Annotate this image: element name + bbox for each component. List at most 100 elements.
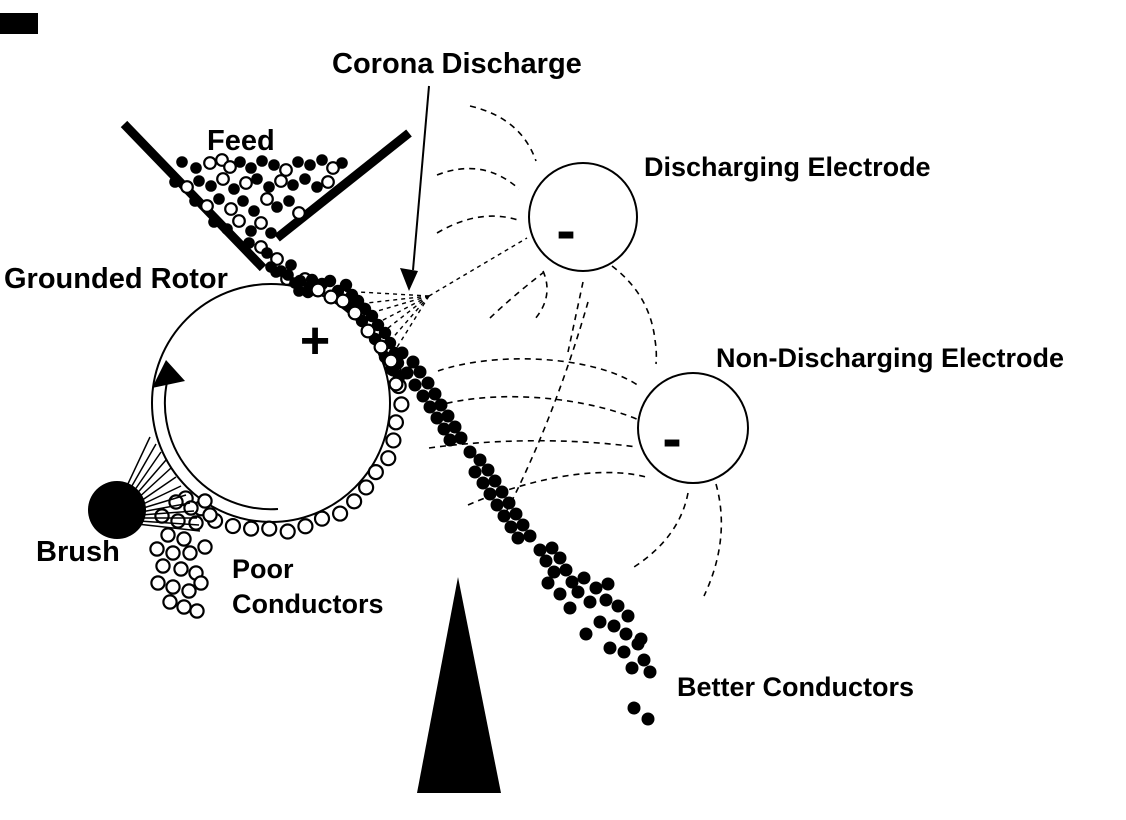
nonconductor-particle	[173, 561, 189, 577]
conductor-particle	[545, 541, 559, 555]
conductor-particle	[292, 156, 304, 168]
brush-bristle-line	[140, 510, 195, 516]
non-discharging-electrode-label: Non-Discharging Electrode	[716, 343, 1064, 373]
conductor-particle	[577, 571, 591, 585]
conductor-particle	[437, 422, 451, 436]
conductor-particle	[559, 563, 573, 577]
conductor-particle	[378, 326, 392, 340]
pinned-particle-band	[293, 273, 406, 392]
conductor-particle	[443, 433, 457, 447]
nonconductor-particle	[162, 594, 178, 610]
nonconductor-particle	[335, 293, 351, 309]
brush-bristle-line	[137, 476, 177, 504]
splitter-triangle	[417, 577, 501, 793]
conductor-particle	[511, 531, 525, 545]
conductor-particle	[416, 389, 430, 403]
conductor-particle	[245, 162, 257, 174]
conductor-particle	[248, 205, 260, 217]
conductor-particle	[189, 195, 201, 207]
conductor-particle	[213, 193, 225, 205]
conductor-particle	[441, 409, 455, 423]
conductor-particle	[287, 179, 299, 191]
better-conductor-stream	[395, 346, 657, 726]
conductor-particle	[599, 593, 613, 607]
brush-circle	[88, 481, 146, 539]
nonconductor-particle	[270, 252, 284, 266]
brush-bristle-line	[138, 520, 200, 526]
conductor-particle	[261, 247, 273, 259]
conductor-particle	[563, 601, 577, 615]
conductor-particle	[169, 176, 181, 188]
conductor-particle	[190, 162, 202, 174]
conductor-particle	[603, 641, 617, 655]
nonconductor-particle	[200, 199, 214, 213]
brush-bristles	[125, 436, 201, 532]
nonconductor-particle	[373, 339, 389, 355]
grounded-rotor-label: Grounded Rotor	[4, 263, 228, 295]
nonconductor-particle	[154, 508, 170, 524]
conductor-particle	[583, 595, 597, 609]
conductor-particle	[339, 278, 353, 292]
conductor-particle	[205, 180, 217, 192]
brush-bristle-line	[136, 523, 201, 532]
nonconductor-particle	[292, 206, 306, 220]
nonconductor-particle	[203, 156, 217, 170]
nonconductor-particle	[224, 517, 242, 535]
conductor-particle	[625, 661, 639, 675]
better-conductors-label: Better Conductors	[677, 672, 914, 702]
nonconductor-particle	[254, 216, 268, 230]
conductor-particle	[245, 225, 257, 237]
nonconductor-particle	[260, 192, 274, 206]
poor-conductors-label-line1: Poor	[232, 554, 294, 584]
conductor-particle	[228, 183, 240, 195]
nonconductor-particle	[323, 289, 339, 305]
conductor-particle	[476, 476, 490, 490]
rotation-arrow-arc	[163, 373, 279, 511]
top-left-bar	[0, 13, 38, 34]
nonconductor-particle	[189, 603, 205, 619]
nonconductor-particle	[223, 160, 237, 174]
corona-arrow-line	[412, 85, 430, 271]
conductor-particle	[268, 159, 280, 171]
conductor-particle	[221, 223, 233, 235]
nonconductor-particle	[385, 432, 402, 449]
brush-bristle-line	[140, 502, 191, 513]
nonconductor-particle	[182, 545, 198, 561]
conductor-particle	[463, 445, 477, 459]
non-discharging-electrode-charge-symbol: -	[662, 406, 681, 471]
brush-bristle-line	[138, 485, 182, 507]
conductor-particle	[270, 266, 282, 278]
nonconductor-particle	[188, 515, 204, 531]
nonconductor-particle	[261, 520, 278, 537]
nonconductor-particle	[367, 464, 384, 481]
conductor-particle	[271, 201, 283, 213]
nonconductor-particle	[160, 527, 176, 543]
nonconductor-particle	[388, 376, 404, 392]
conductor-particle	[495, 485, 509, 499]
brush-bristle-line	[125, 436, 151, 489]
nonconductor-particle	[149, 541, 165, 557]
nonconductor-particle	[313, 510, 331, 527]
non-discharging-electrode-circle	[637, 372, 749, 484]
conductor-particle	[400, 366, 414, 380]
conductor-particle	[509, 507, 523, 521]
conductor-particle	[617, 645, 631, 659]
conductor-particle	[421, 376, 435, 390]
conductor-particle	[176, 156, 188, 168]
conductor-particle	[533, 543, 547, 557]
conductor-particle	[283, 195, 295, 207]
brush-bristle-line	[135, 467, 172, 501]
rotor-charge-symbol: +	[300, 312, 330, 370]
nonconductor-particle	[387, 414, 405, 431]
discharging-electrode-label: Discharging Electrode	[644, 152, 931, 182]
discharging-electrode: -	[528, 162, 638, 272]
conductor-particle	[634, 632, 648, 646]
conductor-particle	[641, 712, 655, 726]
corona-discharge-label: Corona Discharge	[332, 48, 582, 80]
conductor-particle	[237, 195, 249, 207]
conductor-particle	[234, 156, 246, 168]
conductor-particle	[565, 575, 579, 589]
conductor-particle	[481, 463, 495, 477]
